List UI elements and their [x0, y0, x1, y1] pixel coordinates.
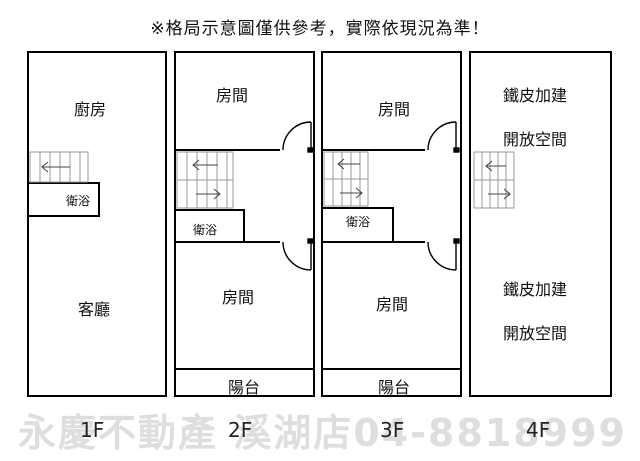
floor-label-2f: 2F — [228, 418, 253, 442]
door-symbols — [282, 121, 460, 271]
watermark-text: 永慶不動產 溪湖店04-8818999 — [18, 411, 627, 455]
floor-label-3f: 3F — [380, 418, 405, 442]
stairs-f1 — [29, 151, 89, 183]
floor-2-bath-box — [174, 209, 245, 243]
floor-label-4f: 4F — [526, 418, 551, 442]
room-label-3f-top: 房間 — [378, 100, 411, 119]
stairs-f2 — [176, 151, 234, 209]
floor-4-outline — [469, 51, 612, 397]
floor-1-bath-box — [27, 182, 100, 217]
floor-3-bath-box — [321, 207, 394, 243]
stairs-symbols — [29, 151, 515, 209]
room-label-4f-lower-line2: 開放空間 — [503, 324, 568, 343]
stairs-f4 — [473, 151, 515, 209]
room-label-3f-bottom: 房間 — [376, 295, 409, 314]
room-label-kitchen: 廚房 — [74, 100, 107, 119]
disclaimer-notice: ※格局示意圖僅供參考，實際依現況為準！ — [150, 19, 490, 39]
room-label-4f-lower-line1: 鐵皮加建 — [503, 280, 568, 299]
floor-1-outline — [27, 51, 167, 397]
room-label-balcony-2f: 陽台 — [228, 378, 261, 397]
floor-label-1f: 1F — [80, 418, 105, 442]
room-label-4f-upper-line1: 鐵皮加建 — [503, 86, 568, 105]
room-label-bath-3f: 衛浴 — [346, 215, 371, 229]
room-label-2f-bottom: 房間 — [222, 288, 255, 307]
room-label-bath-2f: 衛浴 — [193, 223, 218, 237]
room-label-2f-top: 房間 — [216, 86, 249, 105]
room-label-balcony-3f: 陽台 — [378, 378, 411, 397]
room-label-living: 客廳 — [78, 300, 111, 319]
stairs-f3 — [323, 151, 369, 207]
room-label-4f-upper-line2: 開放空間 — [503, 130, 568, 149]
room-label-bath-1f: 衛浴 — [66, 194, 91, 208]
